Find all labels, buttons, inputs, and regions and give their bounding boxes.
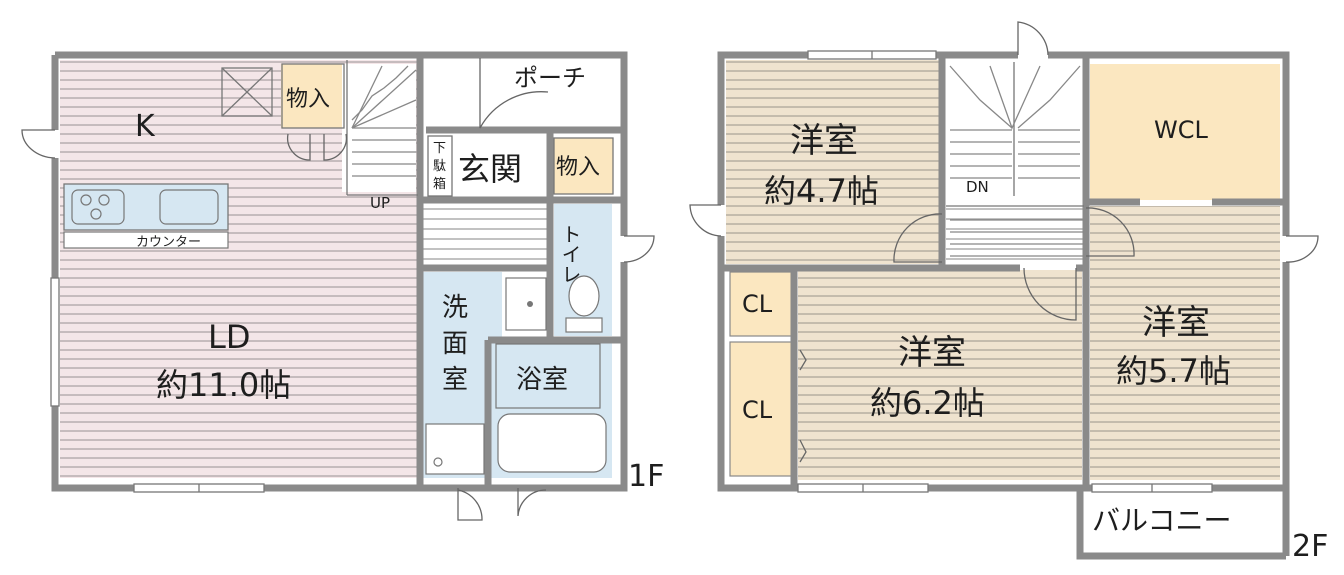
bath-label: 浴室	[516, 365, 568, 395]
western-b-name: 洋室	[898, 333, 966, 373]
western-c-name: 洋室	[1142, 303, 1210, 343]
western-b-size: 約6.2帖	[870, 384, 985, 422]
entrance-floor	[426, 132, 551, 198]
ld-name-label: LD	[208, 318, 250, 356]
counter-board	[63, 231, 229, 249]
cl-lower-label: CL	[742, 396, 773, 424]
burner	[98, 194, 110, 206]
bathtub	[497, 413, 607, 473]
toilet-label: トイレ	[558, 224, 582, 284]
windows-1f	[50, 277, 265, 493]
stair-down-label: DN	[966, 178, 989, 196]
cl-upper-label: CL	[742, 290, 773, 318]
western-c-size: 約5.7帖	[1116, 352, 1231, 390]
ld-size-label: 約11.0帖	[156, 366, 291, 404]
washbasin	[505, 277, 547, 331]
kitchen-counter	[63, 183, 229, 231]
closet-upper	[729, 271, 793, 337]
washer-drain	[433, 457, 443, 467]
second-floor: 洋室 約4.7帖 DN WCL CL CL 洋室 約6.2帖 洋室 約5.7帖 …	[689, 21, 1328, 564]
stair-up-label: UP	[370, 194, 390, 212]
toilet-bowl	[568, 275, 600, 317]
washer-pan	[425, 423, 485, 475]
stair-steps-1f	[351, 65, 417, 177]
second-floor-thin-lines	[946, 62, 1084, 207]
first-floor-thin-lines	[221, 60, 614, 197]
washbasin-drain	[527, 301, 533, 307]
western-a-size: 約4.7帖	[764, 172, 879, 210]
entrance-label: 玄関	[458, 150, 522, 188]
washroom-label-2: 面	[442, 329, 468, 359]
floor-label-2f: 2F	[1292, 529, 1328, 564]
kitchen-label: K	[135, 109, 156, 144]
stove	[71, 189, 125, 225]
western-b-floor	[798, 270, 1082, 480]
toilet-tank	[565, 317, 603, 333]
washroom-label-1: 洗	[442, 293, 468, 323]
porch-label: ポーチ	[514, 64, 586, 92]
bath-label-area	[495, 343, 601, 409]
doors-1f	[21, 58, 655, 521]
first-floor: K 物入 ポーチ 下 駄 箱 玄関 物入 UP カウンター トイレ LD 約11…	[21, 51, 664, 521]
wcl-label: WCL	[1154, 116, 1208, 144]
porch-floor	[426, 56, 616, 128]
storage-entrance-label: 物入	[556, 155, 600, 180]
shoe-box-label-2: 駄	[433, 159, 446, 174]
counter-label: カウンター	[136, 235, 201, 250]
storage-entrance-floor	[553, 138, 613, 194]
western-a-name: 洋室	[790, 121, 858, 161]
shoe-box-label-3: 箱	[433, 176, 446, 192]
burner	[90, 208, 102, 220]
floor-label-1f: 1F	[628, 459, 664, 494]
windows-2f	[797, 50, 1213, 493]
storage-stair-floor	[281, 64, 343, 128]
burner	[80, 194, 92, 206]
stair-steps-2f	[949, 65, 1084, 257]
hall-2f-floor	[946, 206, 1086, 264]
doors-2f	[689, 21, 1319, 463]
stair-area-2f	[946, 62, 1084, 202]
washroom-label-3: 室	[442, 365, 468, 395]
sink	[159, 189, 219, 225]
storage-stair-label: 物入	[286, 87, 330, 112]
closet-lower	[729, 341, 793, 477]
wcl-floor	[1090, 64, 1280, 200]
hall-floor	[420, 204, 548, 268]
western-a-floor	[726, 60, 942, 264]
western-c-floor	[1090, 206, 1280, 480]
balcony-label: バルコニー	[1092, 504, 1231, 537]
shoe-box-label-1: 下	[433, 141, 446, 156]
balcony-floor	[1084, 490, 1282, 552]
